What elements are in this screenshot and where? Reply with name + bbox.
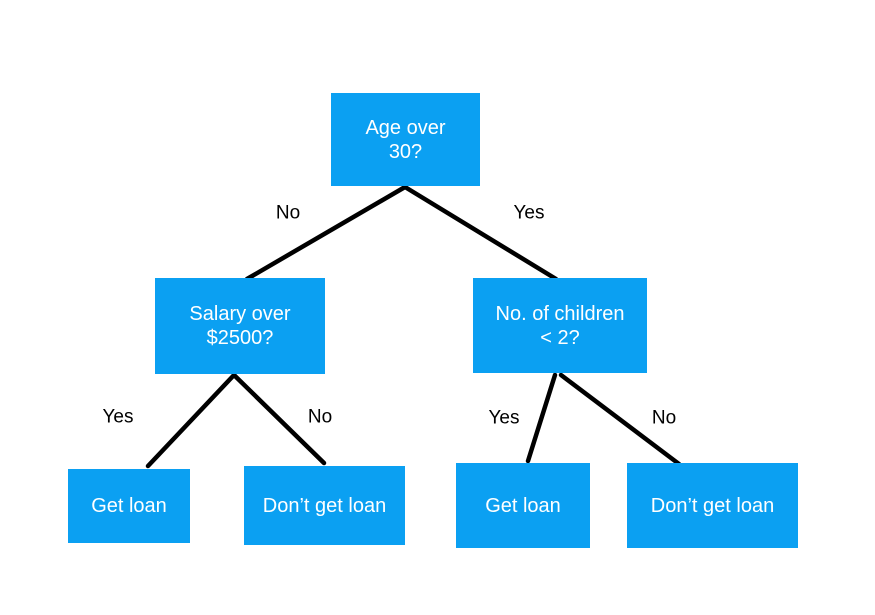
edge-label-children-yes: Yes [488,407,520,429]
node-children-under-2: No. of children < 2? [473,278,647,373]
node-leaf-get-loan-children: Get loan [456,463,590,548]
edge-label-salary-yes: Yes [102,406,134,428]
edge-children-to-no-leaf [558,372,682,467]
node-age-over-30: Age over 30? [331,93,480,186]
node-salary-over-2500: Salary over $2500? [155,278,325,374]
node-leaf-get-loan-salary: Get loan [68,469,190,543]
edge-root-to-children [402,184,559,282]
edge-label-salary-no: No [307,406,333,428]
edge-salary-to-no-leaf [231,372,327,466]
edge-label-root-no: No [275,202,301,224]
edge-root-to-salary [244,184,408,282]
node-leaf-dont-get-loan-salary: Don’t get loan [244,466,405,545]
node-leaf-dont-get-loan-children: Don’t get loan [627,463,798,548]
edge-label-children-no: No [651,407,677,429]
edge-children-to-yes-leaf [525,372,558,464]
edge-salary-to-yes-leaf [145,372,237,469]
edge-label-root-yes: Yes [513,202,545,224]
